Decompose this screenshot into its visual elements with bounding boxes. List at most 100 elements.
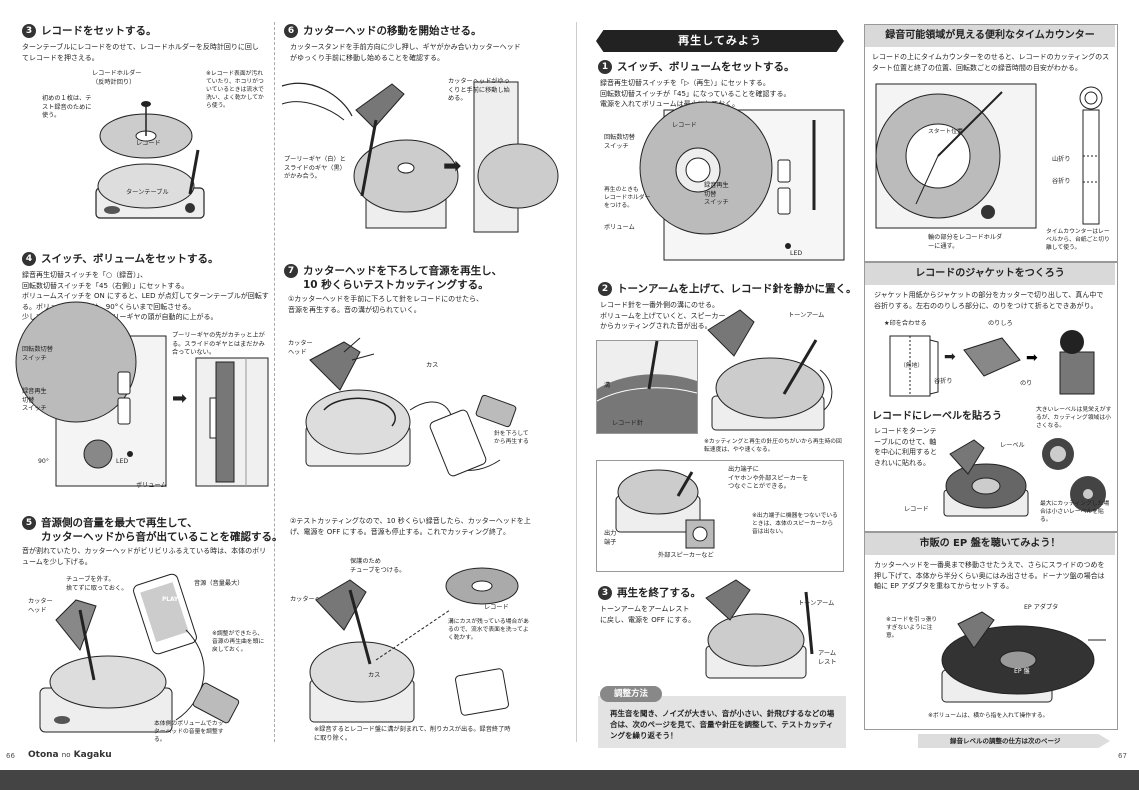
cutter-head-label: カッター ヘッド (288, 340, 313, 356)
groove-closeup-illustration (596, 340, 698, 433)
cutter-head-label: カッターヘッド (290, 596, 334, 603)
switch-closeup-illustration (15, 301, 167, 487)
ring-note: 輪の部分をレコードホルダーに通す。 (928, 234, 1003, 250)
page-number-left: 66 (6, 752, 15, 760)
jacket-body: ジャケット用紙からジャケットの部分をカッターで切り出して、真ん中で谷折りする。左… (874, 291, 1104, 310)
step-number: 1 (598, 60, 612, 74)
bottom-edge-bar (0, 770, 1139, 790)
step-number: 3 (598, 586, 612, 600)
step-7-body-1: ①カッターヘッドを手前に下ろして針をレコードにのせたら、 音源を再生する。音の溝… (288, 295, 484, 314)
svg-text:➡: ➡ (1026, 350, 1038, 366)
test-cutting-illustration (305, 337, 517, 477)
step-title: スイッチ、ボリュームをセットする。 (617, 61, 795, 73)
finished-record-illustration (309, 567, 519, 723)
tube-label: チューブを外す。 捨てずに取っておく。 (66, 576, 128, 592)
pulley-gear-mesh-note: プーリーギヤ（白）とスライドのギヤ（黒）がかみ合う。 (284, 156, 346, 180)
body-volume-note: 本体側のボリュームでカッターヘッドの音量を調整する。 (154, 721, 224, 743)
step-5-heading: 5 音源側の音量を最大で再生して、 カッターヘッドから音が出ていることを確認する… (22, 516, 283, 544)
tonearm-label: トーンアーム (798, 600, 835, 607)
external-speaker-label: 外部スピーカーなど (658, 552, 714, 559)
armrest-label: アーム レスト (818, 650, 837, 666)
valley-fold-label: 谷折り (1052, 178, 1071, 185)
play-banner: 再生してみよう (596, 30, 844, 52)
counter-cut-note: タイムカウンターはレーベルから、台紙ごと切り離して使う。 (1046, 229, 1110, 251)
play-step-1-heading: 1 スイッチ、ボリュームをセットする。 (598, 60, 795, 74)
ep-panel (864, 532, 1118, 730)
step-title: カッターヘッドの移動を開始させる。 (303, 25, 482, 37)
pulley-gear-note: プーリーギヤの先がカチッと上がる。スライドのギヤとはまだかみ合っていない。 (172, 332, 265, 356)
step-3-heading: 3 レコードをセットする。 (22, 24, 157, 38)
mountain-fold-label: 山折り (1052, 156, 1071, 163)
small-label-note: 最大にカッティングした場合は小さいレーベルを貼る。 (1040, 501, 1110, 523)
armrest-illustration (705, 579, 814, 679)
step-title: カッターヘッドを下ろして音源を再生し、 10 秒くらいテストカッティングする。 (303, 265, 503, 291)
step-title: スイッチ、ボリュームをセットする。 (41, 253, 219, 265)
play-step-3-heading: 3 再生を終了する。 (598, 586, 701, 600)
step-title: 音源側の音量を最大で再生して、 カッターヘッドから音が出ていることを確認する。 (41, 517, 283, 543)
record-label: レコード (136, 140, 161, 147)
glue-label: のり (1020, 380, 1033, 387)
step-4-body: 録音再生切替スイッチを「○（録音）」、 回転数切替スイッチを「45（右側）」にセ… (22, 271, 269, 321)
label-title: レコードにレーベルを貼ろう (872, 411, 1002, 422)
chip-label: カス (368, 672, 381, 679)
play-step-3-body: トーンアームをアームレストに戻し、電源を OFF にする。 (600, 605, 696, 624)
start-position-label: スタート位置 (928, 129, 963, 135)
jacket-steps-illustration: ➡ (889, 330, 1095, 397)
tonearm-label: トーンアーム (788, 312, 825, 319)
step-number: 4 (22, 252, 36, 266)
cutter-head-label: カッター ヘッド (28, 598, 53, 614)
step-number: 6 (284, 24, 298, 38)
led-label: LED (116, 458, 129, 465)
time-counter-illustration (875, 83, 1037, 229)
mode-switch-label: 録音再生 切替 スイッチ (22, 388, 47, 412)
chip-label: カス (426, 362, 439, 369)
record-wash-note: ※レコード表面が汚れていたり、ホコリがついているときは流水で洗い、よく乾かしてか… (206, 71, 264, 109)
plain-side-label: （無地） (900, 363, 924, 369)
output-jack-note: 出力端子に イヤホンや外部スピーカーを つなぐことができる。 (728, 466, 809, 490)
column-divider (274, 22, 275, 742)
step-3-body: ターンテーブルにレコードをのせて、レコードホルダーを反時計回りに回してレコードを… (22, 43, 259, 62)
record-label: レコード (484, 604, 509, 611)
brand-word-3: Kagaku (73, 750, 112, 760)
label-heading: レコードにレーベルを貼ろう (872, 410, 1002, 424)
groove-closeup (596, 340, 698, 434)
adjustment-box (598, 696, 846, 748)
turntable-illustration (95, 101, 205, 219)
ep-body: カッターヘッドを一番奥まで移動させたうえで、さらにスライドのつめを押し下げて、本… (874, 561, 1105, 590)
record-label: レコード (672, 122, 697, 129)
step-title: 再生を終了する。 (617, 587, 701, 599)
play-step-2-heading: 2 トーンアームを上げて、レコード針を静かに置く。 (598, 282, 857, 296)
playback-switch-illustration (639, 101, 845, 261)
protect-tube-note: 保護のため チューブをつける。 (350, 558, 406, 574)
turntable-label: ターンテーブル (126, 189, 169, 196)
valley-fold-label: 谷折り (934, 378, 953, 385)
record-label: レコード (904, 506, 929, 513)
brand-mark: Otona no Kagaku (28, 750, 112, 760)
output-jack-label: 出力 端子 (604, 530, 617, 546)
counter-strip-illustration (1079, 86, 1103, 225)
volume-label: ボリューム (604, 224, 635, 231)
star-align-label: ★印を合わせる (884, 320, 927, 327)
groove-label: 溝 (604, 382, 611, 389)
mode-switch-label: 録音再生 切替 スイッチ (704, 182, 729, 206)
ep-header: 市販の EP 盤を聴いてみよう！ (865, 533, 1115, 555)
arrow-right-icon: ➡ (443, 154, 462, 179)
needle-then-play-note: 針を下ろしてから再生する (494, 431, 529, 445)
ep-record-illustration (941, 611, 1106, 703)
ep-disc-label: EP 盤 (1014, 668, 1030, 675)
jacket-header: レコードのジャケットをつくろう (865, 263, 1115, 285)
speaker-mute-note: ※出力端子に機器をつないでいるときは、本体のスピーカーから音は出ない。 (752, 513, 838, 535)
output-jack-box (596, 460, 844, 572)
play-step-1-body: 録音再生切替スイッチを「▷（再生）」にセットする。 回転数切替スイッチが「45」… (600, 79, 791, 108)
playback-setup-illustration (39, 573, 240, 733)
step-6-body: カッタースタンドを手前方向に少し押し、ギヤがかみ合いカッターヘッドがゆっくり手前… (290, 43, 521, 62)
restart-source-note: ※調整ができたら、音源の再生曲を頭に戻しておく。 (212, 631, 265, 653)
cutting-chip-note: ※録音するとレコード盤に溝が刻まれて、削りカスが出る。録音終了時に取り除く。 (314, 726, 511, 742)
step-5-body: 音が割れていたり、カッターヘッドがビリビリふるえている時は、本体のボリュームを少… (22, 547, 267, 566)
wash-groove-note: 溝にカスが残っている場合があるので、流水で表面を洗ってよく乾かす。 (448, 619, 529, 641)
cutter-move-note: カッターヘッドがゆっくりと手前に移動し始める。 (448, 78, 510, 102)
label-sticker-label: レーベル (1000, 442, 1025, 449)
adjustment-body: 再生音を聞き、ノイズが大きい、音が小さい、針飛びするなどの場合は、次のページを見… (610, 709, 835, 740)
source-label: 音源（音量最大） (194, 580, 244, 587)
